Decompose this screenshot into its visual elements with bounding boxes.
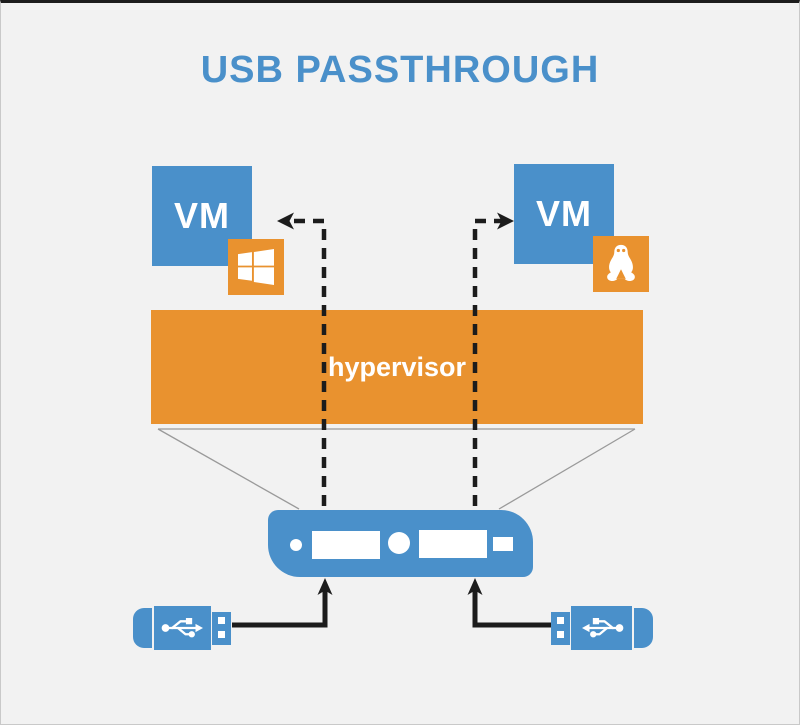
tux-penguin-glyph bbox=[607, 244, 635, 281]
usb-pin bbox=[218, 617, 225, 624]
usb-connector bbox=[551, 612, 570, 645]
tux-logo-icon bbox=[593, 236, 649, 292]
hypervisor-layer: hypervisor bbox=[151, 310, 643, 424]
funnel-right-line bbox=[498, 428, 636, 510]
usb-pin bbox=[218, 631, 225, 638]
host-led-icon bbox=[290, 539, 302, 551]
usb-cap bbox=[634, 608, 653, 648]
usb-pin bbox=[557, 617, 564, 624]
host-machine bbox=[268, 510, 533, 577]
usb-connector bbox=[212, 612, 231, 645]
usb-trident-icon bbox=[161, 618, 203, 638]
funnel-projection-lines bbox=[157, 428, 636, 510]
usb-body bbox=[571, 606, 632, 650]
usb-pin bbox=[557, 631, 564, 638]
usb-trident-icon bbox=[581, 618, 623, 638]
funnel-left-line bbox=[157, 428, 300, 510]
host-drive-bay-icon bbox=[312, 531, 380, 559]
windows-flag-glyph bbox=[238, 249, 274, 285]
arrowhead-right-icon bbox=[497, 212, 514, 230]
diagram-title: USB PASSTHROUGH bbox=[200, 49, 600, 91]
windows-logo-icon bbox=[228, 239, 284, 295]
usb-flash-drive-left bbox=[133, 605, 235, 651]
usb-connection-right bbox=[467, 578, 552, 628]
arrowhead-up-right-icon bbox=[467, 578, 483, 595]
arrowhead-up-left-icon bbox=[317, 578, 333, 595]
vm-label: VM bbox=[174, 195, 230, 236]
host-drive-bay-icon bbox=[419, 530, 487, 558]
usb-body bbox=[154, 606, 211, 650]
hypervisor-label: hypervisor bbox=[327, 351, 467, 382]
arrowhead-left-icon bbox=[277, 212, 294, 230]
usb-cap bbox=[133, 608, 152, 648]
host-slot-icon bbox=[493, 537, 513, 551]
vm-label: VM bbox=[536, 193, 592, 234]
usb-connection-left bbox=[232, 578, 333, 628]
usb-flash-drive-right bbox=[551, 605, 653, 651]
host-power-button-icon bbox=[388, 532, 410, 554]
